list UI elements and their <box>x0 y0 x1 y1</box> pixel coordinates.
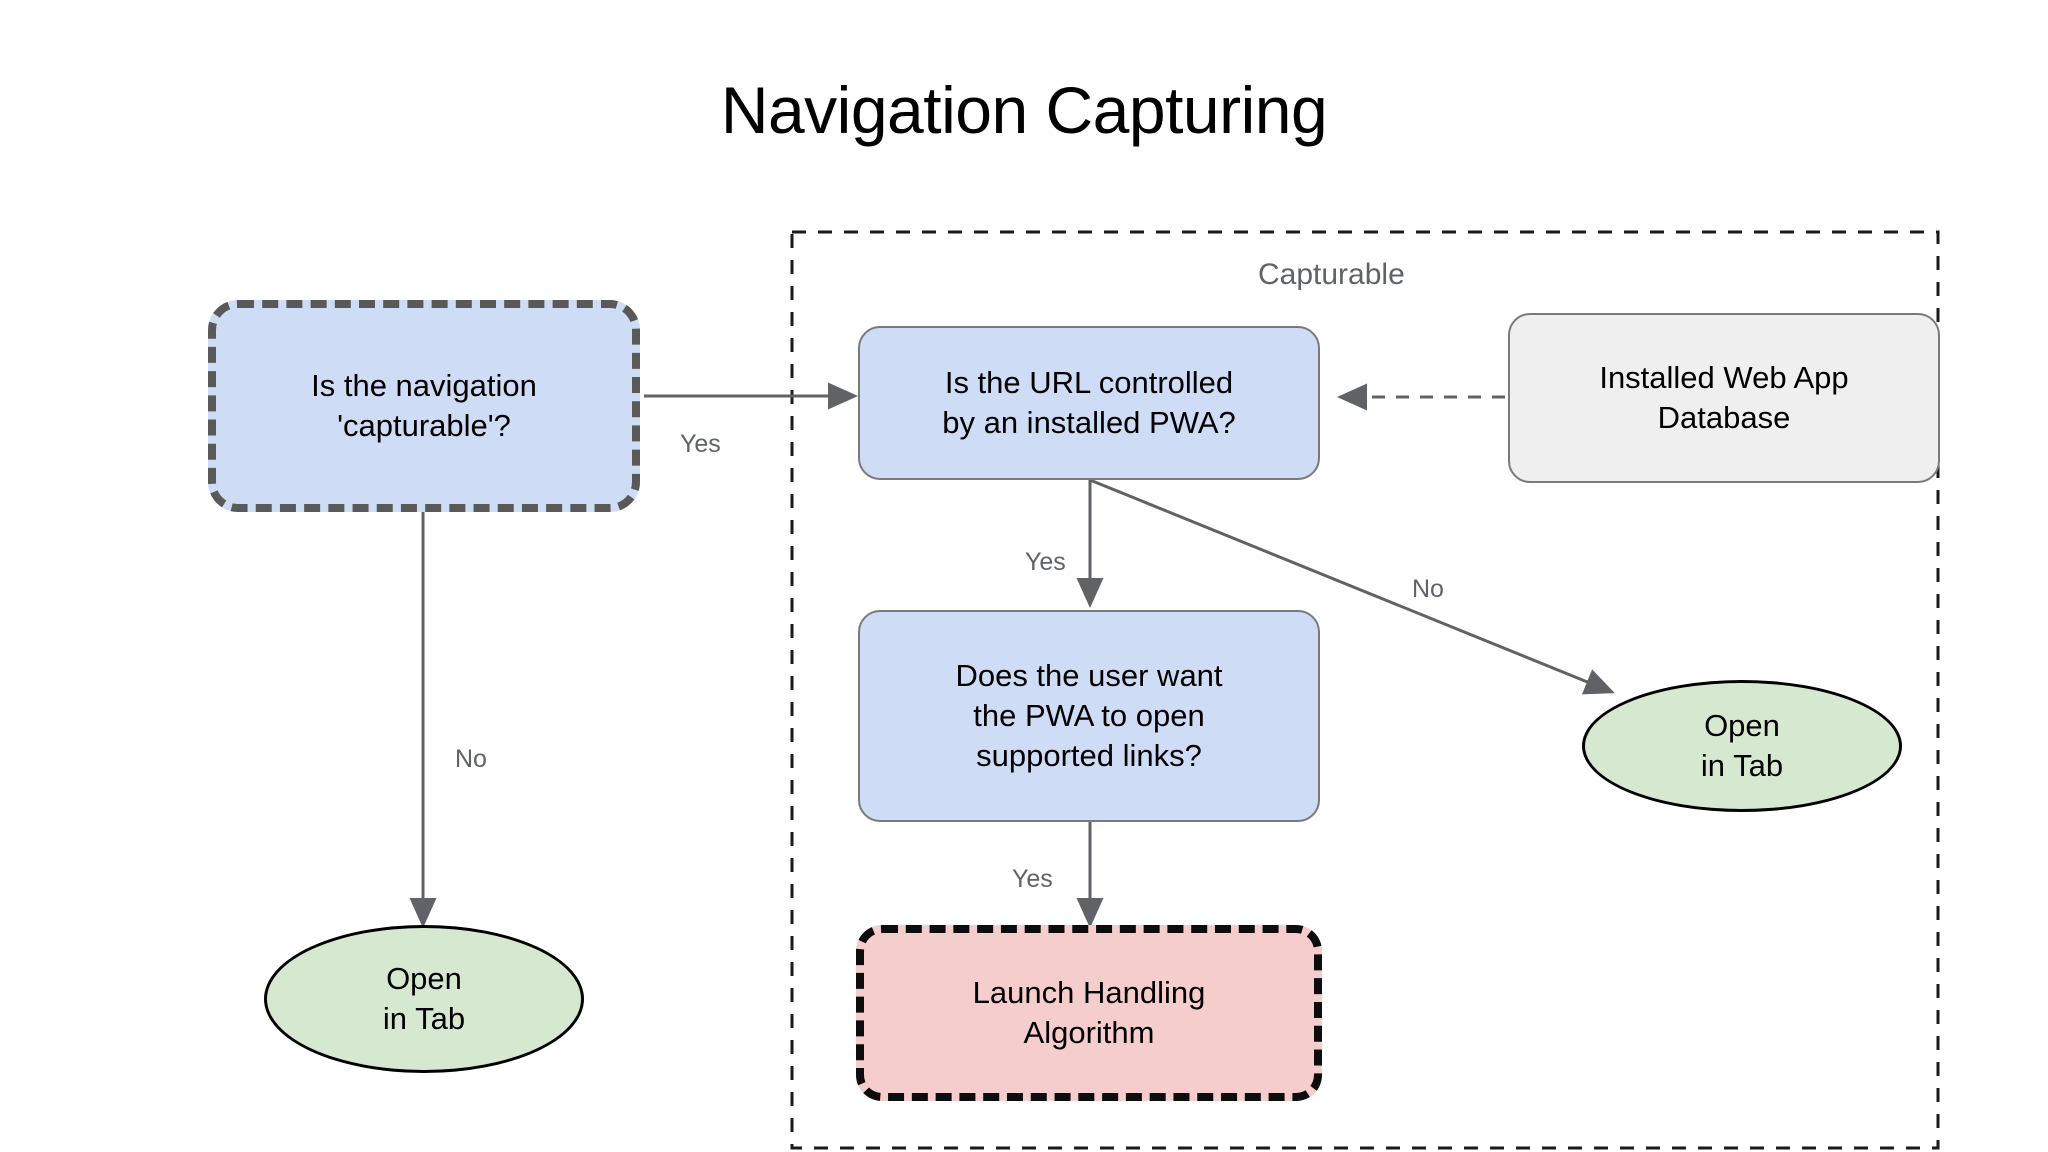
edge-url-no <box>1089 478 1615 695</box>
node-is-navigation-capturable[interactable]: Is the navigation 'capturable'? <box>208 300 640 512</box>
node-open-in-tab-right[interactable]: Open in Tab <box>1582 680 1902 812</box>
node-label: Does the user want the PWA to open suppo… <box>955 658 1223 773</box>
page-title: Navigation Capturing <box>720 73 1328 147</box>
node-label: Is the navigation 'capturable'? <box>311 368 537 443</box>
node-label: Is the URL controlled by an installed PW… <box>942 365 1236 440</box>
node-does-user-want-pwa[interactable]: Does the user want the PWA to open suppo… <box>858 610 1320 822</box>
node-label: Open in Tab <box>1700 708 1784 783</box>
edge-label-url-no: No <box>1412 575 1444 603</box>
node-label: Open in Tab <box>382 961 466 1036</box>
node-launch-handling-algorithm[interactable]: Launch Handling Algorithm <box>856 925 1322 1101</box>
node-label: Launch Handling Algorithm <box>972 975 1206 1050</box>
node-installed-web-app-database[interactable]: Installed Web App Database <box>1508 313 1940 483</box>
edge-label-user-yes: Yes <box>1012 865 1053 893</box>
edge-label-capturable-no: No <box>455 745 487 773</box>
edge-label-url-yes: Yes <box>1025 548 1066 576</box>
node-is-url-controlled[interactable]: Is the URL controlled by an installed PW… <box>858 326 1320 480</box>
node-label: Installed Web App Database <box>1599 360 1849 435</box>
capturable-group-border <box>790 230 1940 1150</box>
node-open-in-tab-left[interactable]: Open in Tab <box>264 925 584 1073</box>
edge-label-capturable-yes: Yes <box>680 430 721 458</box>
capturable-group-label: Capturable <box>1258 258 1405 291</box>
